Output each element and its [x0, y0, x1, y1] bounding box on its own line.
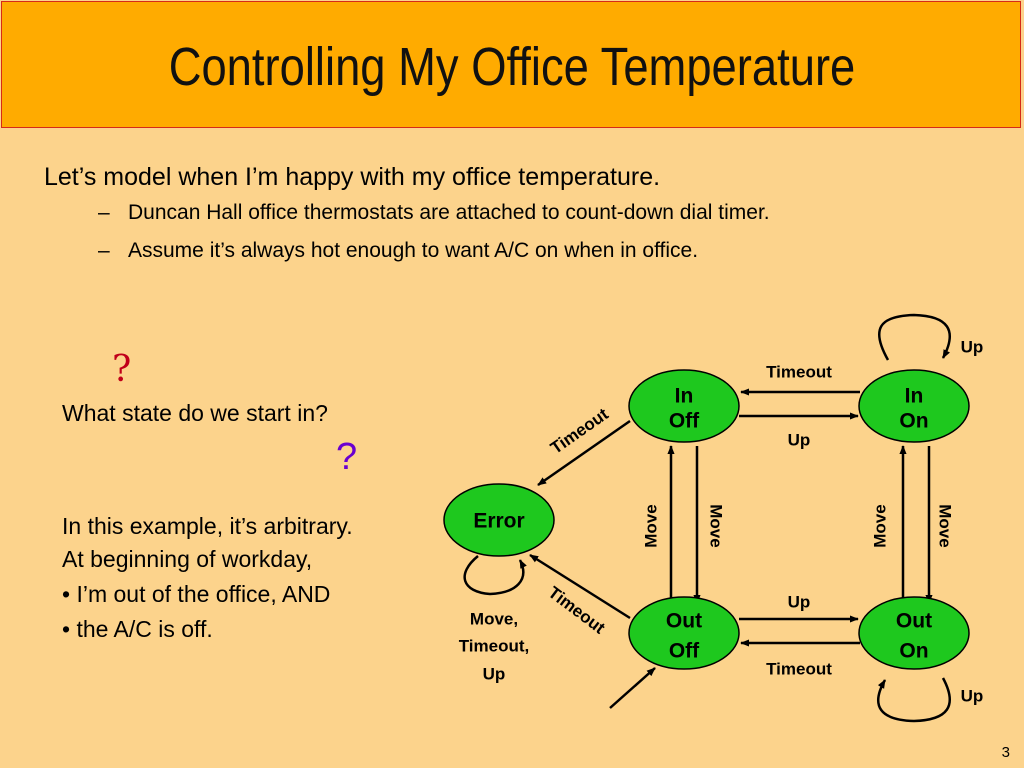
state-out-off-line-1: Out: [666, 610, 702, 633]
label-error-self-2: Timeout,: [459, 636, 530, 655]
state-in-on-line-1: In: [905, 385, 924, 408]
loop-error: [463, 555, 527, 596]
label-timeout-to-error-top: Timeout: [547, 404, 612, 457]
page-number: 3: [1001, 744, 1010, 761]
state-in-off-line-1: In: [675, 385, 694, 408]
label-up-top: Up: [788, 430, 811, 449]
label-move-left-down: Move: [707, 504, 726, 547]
question-mark-1: ?: [112, 349, 132, 390]
state-out-off: Out Off: [628, 596, 740, 670]
state-out-off-line-2: Off: [669, 640, 700, 663]
label-up-loop-top: Up: [961, 337, 984, 356]
state-out-on-line-2: On: [899, 640, 928, 663]
start-arrow: [609, 667, 656, 709]
explanation-line-2: At beginning of workday,: [62, 546, 313, 572]
state-in-on-line-2: On: [899, 410, 928, 433]
question-mark-2: ?: [336, 436, 358, 478]
state-error: Error: [443, 483, 555, 557]
state-error-label: Error: [473, 510, 524, 533]
label-error-self-1: Move,: [470, 609, 518, 628]
state-in-on: In On: [858, 369, 970, 443]
label-move-right-up: Move: [870, 504, 889, 547]
state-in-off-line-2: Off: [669, 410, 700, 433]
sub-bullet-1: Duncan Hall office thermostats are attac…: [128, 201, 770, 224]
main-bullet: Let’s model when I’m happy with my offic…: [44, 163, 661, 191]
label-timeout-bottom: Timeout: [766, 659, 832, 678]
label-error-self-3: Up: [483, 664, 506, 683]
label-move-left-up: Move: [641, 504, 660, 547]
arrow-inoff-error: [537, 419, 631, 487]
sub-bullet-dash: –: [98, 239, 110, 262]
sub-bullet-dash: –: [98, 201, 110, 224]
label-up-loop-bottom: Up: [961, 686, 984, 705]
state-in-off: In Off: [628, 369, 740, 443]
explanation-line-4: • the A/C is off.: [62, 616, 213, 642]
arrow-outoff-error: [529, 553, 631, 620]
loop-outon: [876, 677, 952, 723]
state-out-on: Out On: [858, 596, 970, 670]
label-timeout-to-error-bottom: Timeout: [545, 583, 609, 638]
question-text: What state do we start in?: [62, 400, 328, 426]
sub-bullet-2: Assume it’s always hot enough to want A/…: [128, 239, 699, 262]
title-bar: Controlling My Office Temperature: [1, 1, 1021, 128]
slide-title: Controlling My Office Temperature: [168, 37, 856, 97]
state-out-on-line-1: Out: [896, 610, 932, 633]
loop-inon: [878, 313, 952, 361]
label-move-right-down: Move: [936, 504, 955, 547]
explanation-line-3: • I’m out of the office, AND: [62, 581, 331, 607]
explanation-line-1: In this example, it’s arbitrary.: [62, 513, 353, 539]
label-up-bottom: Up: [788, 592, 811, 611]
label-timeout-top: Timeout: [766, 362, 832, 381]
